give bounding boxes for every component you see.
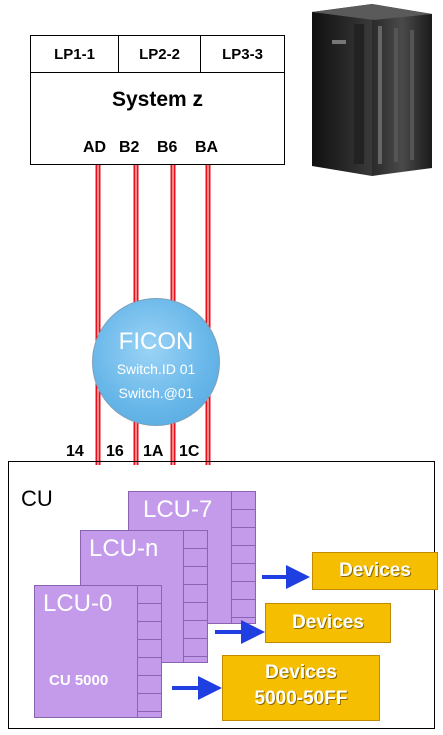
devices-1-label: Devices (339, 560, 411, 581)
devices-3-range: 5000-50FF (254, 688, 348, 709)
port-16: 16 (106, 443, 124, 460)
cu-number: CU 5000 (49, 672, 109, 689)
devices-box-1: Devices (312, 552, 438, 590)
port-1c: 1C (179, 443, 200, 460)
chpid-b6: B6 (157, 139, 178, 156)
ficon-switch: FICON Switch.ID 01 Switch.@01 (92, 298, 220, 426)
port-1a: 1A (143, 443, 164, 460)
devices-2-label: Devices (292, 612, 364, 633)
port-14: 14 (66, 443, 84, 460)
lcu-0-label: LCU-0 (43, 590, 113, 617)
lpar-3: LP3-3 (201, 36, 284, 73)
devices-box-2: Devices (265, 603, 391, 643)
lcu-7-grid (231, 492, 255, 623)
lcu-0-grid (137, 586, 161, 717)
chpid-ba: BA (195, 139, 219, 156)
devices-box-3: Devices 5000-50FF (222, 655, 380, 721)
lcu-n-grid (183, 531, 207, 662)
lpar-1: LP1-1 (31, 36, 119, 73)
lpar-2: LP2-2 (119, 36, 201, 73)
switch-id: Switch.ID 01 (116, 361, 196, 377)
lcu-7-label: LCU-7 (143, 496, 213, 523)
system-z-box: LP1-1 LP2-2 LP3-3 System z AD B2 B6 BA (30, 35, 285, 165)
devices-3-label: Devices (265, 662, 337, 683)
cu-label: CU (21, 486, 53, 511)
control-unit-box: CU (8, 461, 435, 729)
switch-address: Switch.@01 (118, 385, 194, 401)
lcu-n-label: LCU-n (89, 535, 159, 562)
chpid-b2: B2 (119, 139, 140, 156)
lcu-0: LCU-0 CU 5000 (34, 585, 162, 718)
switch-title: FICON (118, 328, 194, 355)
mainframe-server-icon (312, 4, 432, 176)
system-name: System z (111, 88, 204, 111)
chpid-ad: AD (83, 139, 107, 156)
